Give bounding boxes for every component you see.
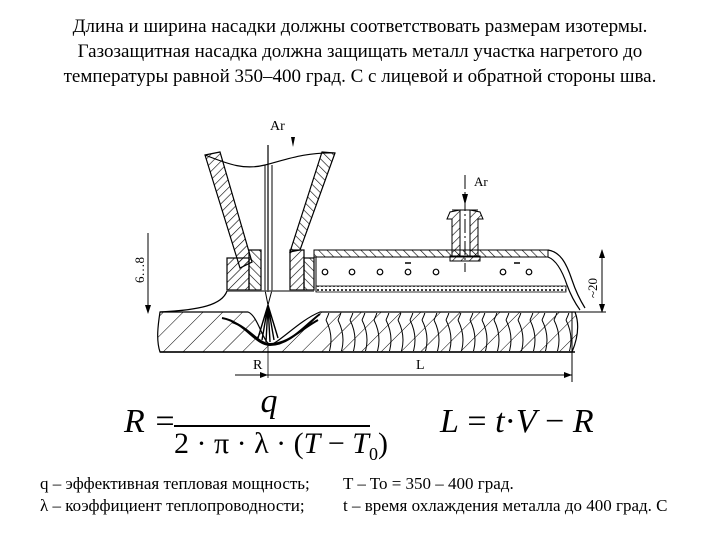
formula-R: R = q 2 · π · λ · (T − T0) (124, 383, 388, 465)
torch-electrode (257, 145, 279, 343)
formula-R-lhs: R = (124, 403, 177, 440)
fraction-bar (174, 425, 370, 427)
legend-cooling-time: t – время охлаждения металла до 400 град… (343, 496, 668, 515)
nozzle-base-left (226, 257, 250, 291)
formula-L: L = t·V − R (440, 403, 594, 440)
formula-R-numerator: q (260, 383, 278, 420)
legend-q: q – эффективная тепловая мощность; (40, 474, 310, 493)
title-line-2: Газозащитная насадка должна защищать мет… (77, 41, 643, 62)
label-ar-side: Ar (474, 174, 488, 189)
gas-holes (321, 268, 533, 276)
nozzle-right-wall (289, 151, 336, 253)
legend-temp-range: T – To = 350 – 400 град. (343, 474, 514, 493)
slide-title: Длина и ширина насадки должны соответств… (0, 14, 720, 89)
trailing-shield (313, 249, 586, 311)
label-L: L (416, 358, 425, 373)
legend-lambda: λ – коэффициент теплопроводности; (40, 496, 305, 515)
title-line-1: Длина и ширина насадки должны соответств… (72, 16, 648, 37)
dim-R-L: R L (235, 312, 573, 382)
nozzle-left-wall (204, 151, 253, 269)
legend-left: q – эффективная тепловая мощность; λ – к… (40, 473, 310, 517)
title-line-3: температуры равной 350–400 град. С с лиц… (63, 66, 657, 87)
dim-6-8: 6…8 (132, 233, 151, 314)
label-R: R (253, 358, 263, 373)
workpiece (157, 290, 579, 353)
nozzle-base-right (289, 249, 305, 291)
svg-text:~20: ~20 (585, 278, 600, 298)
svg-text:6…8: 6…8 (132, 257, 147, 283)
side-gas-inlet: Ar (446, 174, 488, 272)
legend-right: T – To = 350 – 400 град. t – время охлаж… (343, 473, 668, 517)
dim-20: ~20 (575, 249, 606, 313)
label-ar-top: Ar (270, 119, 285, 134)
formula-R-denominator: 2 · π · λ · (T − T0) (174, 427, 388, 464)
